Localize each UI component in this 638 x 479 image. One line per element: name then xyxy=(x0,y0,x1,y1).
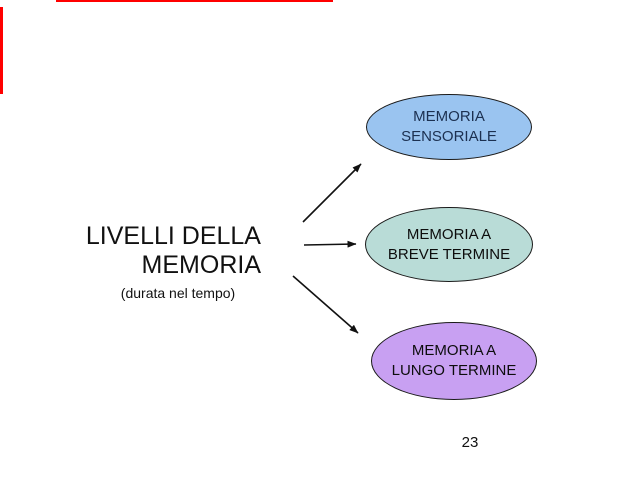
title-line-2: MEMORIA xyxy=(141,251,261,279)
node-label-line: MEMORIA A xyxy=(406,225,492,243)
title-line-1: LIVELLI DELLA xyxy=(85,222,261,250)
arrow-line xyxy=(303,240,357,248)
node-memoria-breve-termine: MEMORIA A BREVE TERMINE xyxy=(365,207,533,282)
slide-title: LIVELLI DELLA MEMORIA xyxy=(70,222,261,280)
node-label-line: BREVE TERMINE xyxy=(387,245,511,263)
node-label-line: MEMORIA xyxy=(413,108,485,125)
page-number: 23 xyxy=(461,434,479,451)
node-memoria-lungo-termine: MEMORIA A LUNGO TERMINE xyxy=(371,322,537,400)
node-memoria-sensoriale: MEMORIA SENSORIALE xyxy=(366,94,532,160)
node-label-line: MEMORIA A xyxy=(411,342,497,359)
arrow-line xyxy=(302,163,362,223)
node-label-line: SENSORIALE xyxy=(401,128,497,145)
red-border-mark-top xyxy=(56,0,333,2)
node-label-line: LUNGO TERMINE xyxy=(391,362,517,379)
arrow-line xyxy=(292,275,359,334)
red-border-mark-left xyxy=(0,7,3,94)
slide-subtitle: (durata nel tempo) xyxy=(120,285,236,301)
